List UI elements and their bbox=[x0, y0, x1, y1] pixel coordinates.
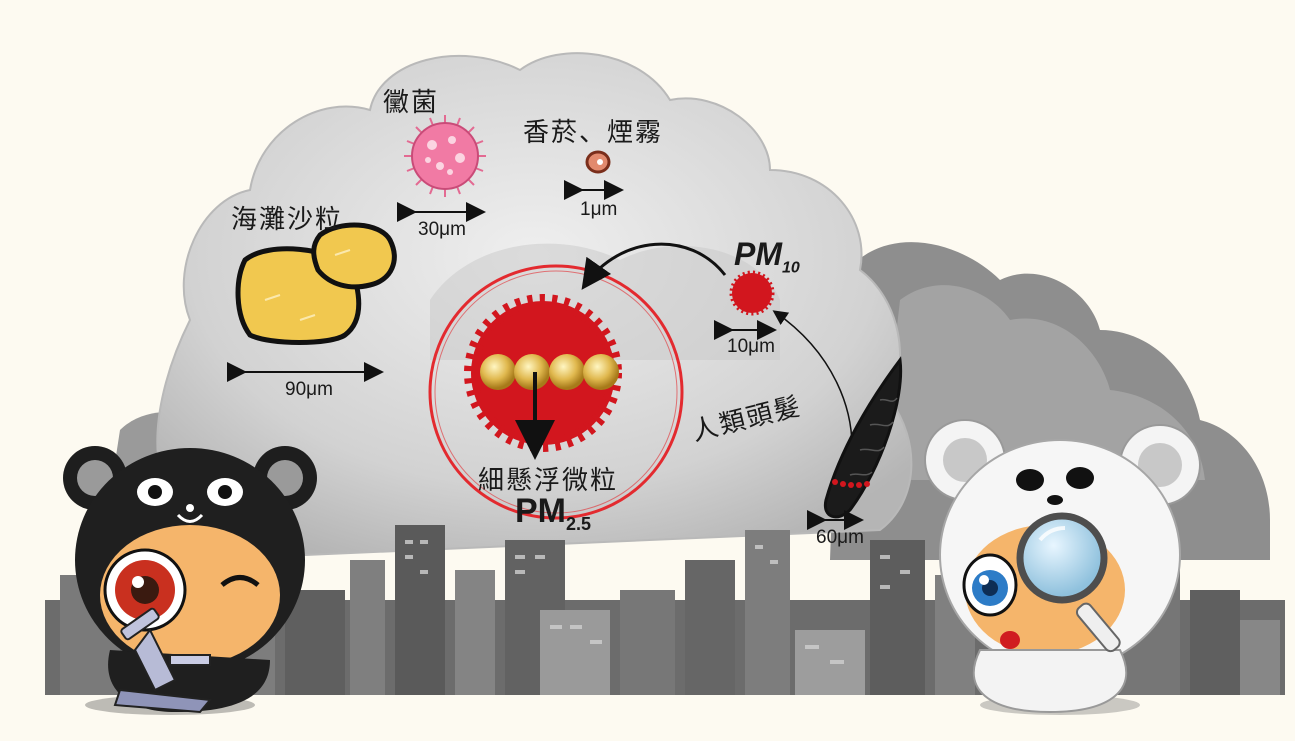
smoke-size: 1μm bbox=[580, 199, 618, 220]
pm10-particle bbox=[729, 270, 775, 316]
sand-grain bbox=[235, 222, 397, 345]
sand-label: 海灘沙粒 bbox=[231, 205, 344, 235]
mold-spore bbox=[404, 115, 486, 197]
pm25-label: 細懸浮微粒 bbox=[478, 466, 619, 496]
smoke-label: 香菸、煙霧 bbox=[523, 118, 664, 148]
pm10-size: 10μm bbox=[727, 336, 775, 357]
pm25-gold-spheres bbox=[480, 354, 619, 390]
smoke-particle bbox=[585, 150, 611, 174]
microscope-icon bbox=[113, 607, 212, 714]
pm10-to-pm25-arrow bbox=[581, 242, 727, 290]
sand-size: 90μm bbox=[285, 379, 333, 400]
mold-label: 黴菌 bbox=[383, 88, 440, 118]
pm25-ring bbox=[428, 264, 684, 520]
magnifying-glass-icon bbox=[1016, 512, 1121, 653]
pm25-title: PM2.5 bbox=[515, 492, 592, 534]
mold-size: 30μm bbox=[418, 219, 466, 240]
pm10-label: PM10 bbox=[734, 236, 800, 277]
black-bear-mascot bbox=[63, 446, 317, 715]
hair-size: 60μm bbox=[816, 527, 864, 548]
